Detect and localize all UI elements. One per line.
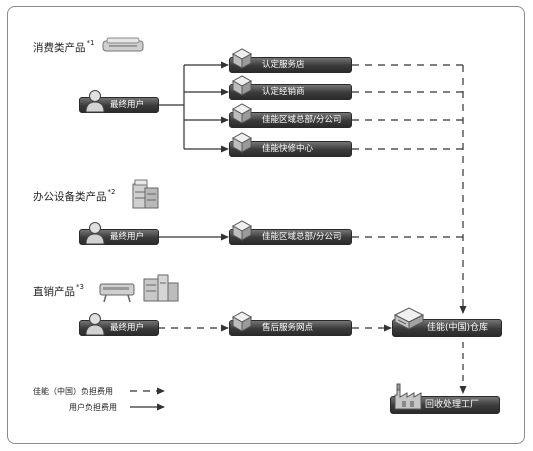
service-box-icon (231, 103, 253, 124)
category-consumer: 消费类产品*1 (33, 39, 95, 55)
service-box-icon (231, 311, 253, 332)
service-box-icon (231, 132, 253, 153)
service-regional-hq-office: 佳能区域总部/分公司 (229, 229, 352, 245)
service-certified-store: 认定服务店 (229, 57, 352, 73)
service-regional-hq: 佳能区域总部/分公司 (229, 112, 352, 128)
service-label: 佳能区域总部/分公司 (262, 232, 342, 242)
category-office: 办公设备类产品*2 (33, 188, 116, 204)
category-direct: 直销产品*3 (33, 283, 84, 299)
category-label: 消费类产品 (33, 42, 86, 54)
copier-icon (132, 179, 159, 209)
service-label: 认定服务店 (262, 60, 305, 70)
service-repair-center: 佳能快修中心 (229, 141, 352, 157)
large-printer-icon (99, 283, 135, 303)
footnote-mark: *3 (76, 283, 84, 291)
end-user-label: 最终用户 (110, 323, 145, 333)
service-box-icon (231, 220, 253, 241)
warehouse-label: 佳能(中国)仓库 (427, 323, 489, 333)
category-label: 办公设备类产品 (33, 191, 107, 203)
service-box-icon (231, 48, 253, 69)
factory-icon (394, 383, 422, 410)
user-icon (85, 313, 105, 336)
service-label: 佳能快修中心 (262, 144, 314, 154)
service-label: 认定经销商 (262, 87, 305, 97)
category-label: 直销产品 (33, 286, 75, 298)
warehouse-icon (393, 307, 425, 330)
production-printer-icon (143, 274, 179, 302)
end-user-label: 最终用户 (110, 100, 145, 110)
service-after-sales-point: 售后服务网点 (229, 320, 352, 336)
footnote-mark: *1 (86, 39, 95, 47)
footnote-mark: *2 (107, 188, 116, 196)
recycling-label: 回收处理工厂 (425, 400, 480, 410)
printer-icon (102, 37, 144, 52)
service-label: 售后服务网点 (262, 323, 314, 333)
service-label: 佳能区域总部/分公司 (262, 115, 342, 125)
user-icon (85, 90, 105, 113)
user-icon (85, 222, 105, 245)
legend-user-paid: 用户负担费用 (69, 403, 117, 412)
service-certified-dealer: 认定经销商 (229, 84, 352, 100)
end-user-label: 最终用户 (110, 232, 145, 242)
service-box-icon (231, 75, 253, 96)
legend-canon-paid: 佳能（中国）负担费用 (33, 387, 113, 396)
